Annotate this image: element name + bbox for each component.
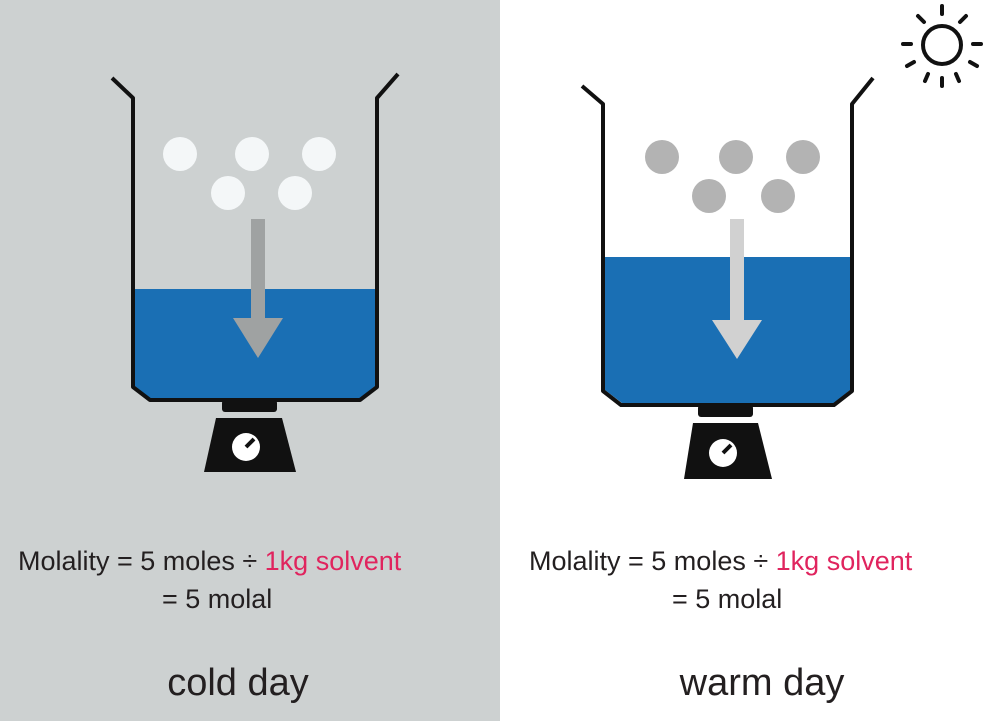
- particle: [163, 137, 197, 171]
- particle: [761, 179, 795, 213]
- warm-beaker-scene: [580, 4, 983, 479]
- solvent-mass-highlight: 1kg solvent: [264, 546, 402, 576]
- sun-icon: [901, 4, 983, 88]
- solute-particles: [163, 137, 336, 210]
- particle: [692, 179, 726, 213]
- molality-result: = 5 molal: [162, 584, 273, 614]
- solvent-mass-highlight: 1kg solvent: [775, 546, 913, 576]
- cold-day-label: cold day: [167, 662, 309, 704]
- solute-particles: [645, 140, 820, 213]
- molality-result: = 5 molal: [672, 584, 783, 614]
- molality-equation: Molality = 5 moles ÷ 1kg solvent: [0, 546, 500, 577]
- particle: [302, 137, 336, 171]
- particle: [278, 176, 312, 210]
- equation-prefix: Molality = 5 moles ÷: [529, 546, 776, 576]
- scale-icon: [204, 400, 296, 472]
- particle: [786, 140, 820, 174]
- warm-day-label: warm day: [679, 662, 845, 704]
- cold-beaker-scene: [110, 72, 400, 472]
- warm-day-panel: Molality = 5 moles ÷ 1kg solvent = 5 mol…: [500, 0, 1000, 721]
- particle: [235, 137, 269, 171]
- scale-icon: [684, 405, 772, 479]
- cold-day-panel: Molality = 5 moles ÷ 1kg solvent = 5 mol…: [0, 0, 500, 721]
- particle: [645, 140, 679, 174]
- equation-prefix: Molality = 5 moles ÷: [18, 546, 265, 576]
- down-arrow-icon: [712, 219, 762, 359]
- particle: [719, 140, 753, 174]
- particle: [211, 176, 245, 210]
- down-arrow-icon: [233, 219, 283, 358]
- molality-equation: Molality = 5 moles ÷ 1kg solvent: [500, 546, 1000, 577]
